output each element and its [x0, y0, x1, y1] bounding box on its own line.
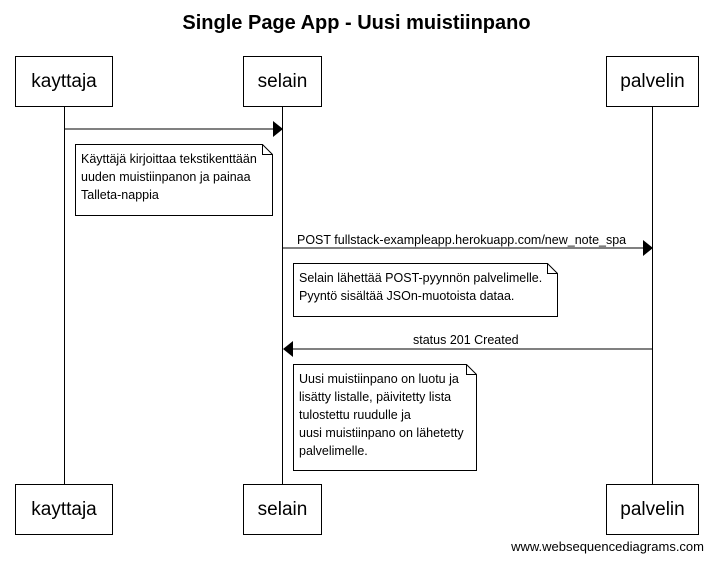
note-line: uuden muistiinpanon ja painaa	[81, 170, 251, 184]
note-line: Selain lähettää POST-pyynnön palvelimell…	[299, 271, 543, 285]
note-post-request: Selain lähettää POST-pyynnön palvelimell…	[293, 263, 558, 317]
note-line: uusi muistiinpano on lähetetty	[299, 426, 464, 440]
note-user-types: Käyttäjä kirjoittaa tekstikenttään uuden…	[75, 144, 273, 216]
message-label-status: status 201 Created	[413, 333, 519, 347]
participant-palvelin-top: palvelin	[606, 56, 699, 107]
lifeline-selain	[282, 106, 283, 484]
note-line: palvelimelle.	[299, 444, 368, 458]
note-line: Talleta-nappia	[81, 188, 159, 202]
note-line: Uusi muistiinpano on luotu ja	[299, 372, 459, 386]
lifeline-kayttaja	[64, 106, 65, 484]
message-arrow-kayttaja-selain	[64, 121, 283, 137]
note-line: Käyttäjä kirjoittaa tekstikenttään	[81, 152, 257, 166]
footer-link[interactable]: www.websequencediagrams.com	[511, 539, 704, 554]
participant-kayttaja-top: kayttaja	[15, 56, 113, 107]
note-line: Pyyntö sisältää JSOn-muotoista dataa.	[299, 289, 515, 303]
note-new-note-created: Uusi muistiinpano on luotu ja lisätty li…	[293, 364, 477, 471]
participant-selain-top: selain	[243, 56, 322, 107]
message-arrow-selain-palvelin	[283, 240, 653, 256]
diagram-title: Single Page App - Uusi muistiinpano	[182, 12, 531, 34]
note-line: tulostettu ruudulle ja	[299, 408, 411, 422]
participant-selain-bottom: selain	[243, 484, 322, 535]
lifeline-palvelin	[652, 106, 653, 484]
participant-palvelin-bottom: palvelin	[606, 484, 699, 535]
message-arrow-palvelin-selain	[283, 341, 652, 357]
note-line: lisätty listalle, päivitetty lista	[299, 390, 452, 404]
participant-kayttaja-bottom: kayttaja	[15, 484, 113, 535]
message-label-post: POST fullstack-exampleapp.herokuapp.com/…	[297, 233, 627, 247]
